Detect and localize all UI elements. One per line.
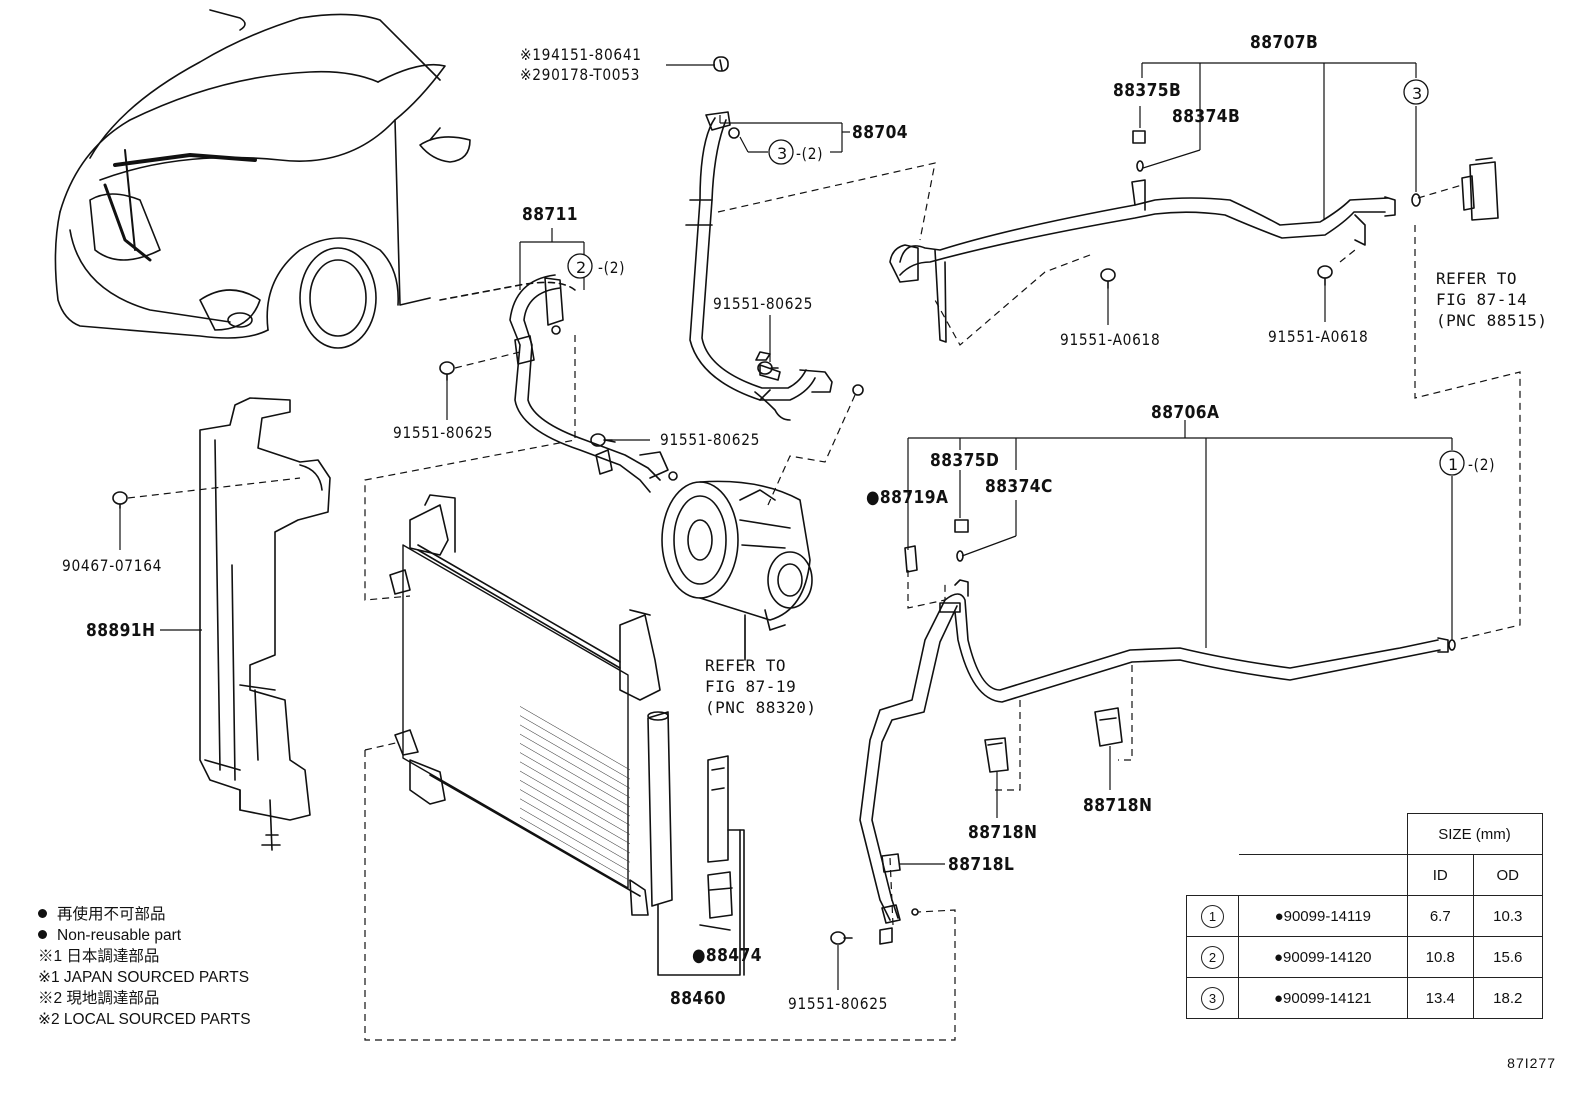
bolt-label-91551-A0618-right: 91551-A0618 — [1268, 327, 1369, 346]
tube-88707B — [889, 130, 1421, 343]
part-label-88375D: 88375D — [930, 450, 1000, 471]
part-label-88460: 88460 — [670, 988, 727, 1009]
part-label-88718L: 88718L — [948, 854, 1015, 875]
row-part-number: ●90099-14120 — [1238, 936, 1408, 978]
quantity-label-tube-88706A: -(2) — [1468, 455, 1496, 474]
bolt-91551-b — [590, 433, 613, 447]
row-mark: 1 — [1201, 904, 1224, 928]
bolt-label-91551-80625-mid: 91551-80625 — [660, 430, 761, 449]
bolt-label-91551-A0618-left: 91551-A0618 — [1060, 330, 1161, 349]
part-label-88704: 88704 — [852, 122, 909, 143]
quantity-label-hose-88711: -(2) — [598, 258, 626, 277]
circle-number-3-hose: 3 — [777, 144, 788, 163]
refer-to-fig-87-19: REFER TO FIG 87-19 (PNC 88320) — [705, 656, 817, 717]
size-mark-3-tube — [1403, 79, 1429, 105]
clamp-88718N-b — [1094, 707, 1123, 747]
bolt-label-91551-80625-upper: 91551-80625 — [713, 294, 814, 313]
size-mark-2-hose — [567, 253, 593, 279]
part-label-88719A: ●88719A — [866, 487, 949, 508]
circle-number-1: 1 — [1448, 455, 1459, 474]
part-label-88718N-right: 88718N — [1083, 795, 1153, 816]
radiator-side-seal-88891H — [199, 397, 331, 851]
bullet-icon — [38, 930, 47, 939]
bolt-91551-c — [757, 361, 779, 375]
part-label-88711: 88711 — [522, 204, 579, 225]
size-mark-1-tube — [1439, 450, 1465, 476]
row-part-number: ●90099-14121 — [1238, 977, 1408, 1019]
suction-hose-88711 — [509, 274, 678, 493]
bolt-label-90467-07164: 90467-07164 — [62, 556, 163, 575]
row-mark: 3 — [1201, 986, 1224, 1010]
vehicle-front-illustration — [54, 9, 576, 349]
row-od: 10.3 — [1472, 895, 1543, 937]
legend-non-reusable-jp: 再使用不可部品 — [57, 906, 166, 923]
row-mark: 2 — [1201, 945, 1224, 969]
figure-id: 87I277 — [1507, 1055, 1556, 1071]
size-table-header-od: OD — [1472, 854, 1543, 896]
part-label-88706A: 88706A — [1151, 402, 1220, 423]
bolt-label-94151-80641: ※194151-80641 — [520, 45, 642, 64]
part-label-88374B: 88374B — [1172, 106, 1241, 127]
table-row: 1 ●90099-14119 6.7 10.3 — [1186, 895, 1543, 937]
table-row: 3 ●90099-14121 13.4 18.2 — [1186, 977, 1543, 1019]
compressor — [661, 480, 813, 661]
quantity-label-hose-88704: -(2) — [796, 144, 824, 163]
row-part-number: ●90099-14119 — [1238, 895, 1408, 937]
legend-local-sourced-en: ※2 LOCAL SOURCED PARTS — [38, 1011, 251, 1028]
legend: 再使用不可部品 Non-reusable part ※1 日本調達部品 ※1 J… — [38, 904, 251, 1030]
legend-non-reusable-en: Non-reusable part — [57, 927, 182, 944]
part-label-88718N-left: 88718N — [968, 822, 1038, 843]
part-label-88374C: 88374C — [985, 476, 1053, 497]
size-mark-3-hose — [768, 139, 794, 165]
part-label-88375B: 88375B — [1113, 80, 1182, 101]
clamp-88718L — [881, 853, 901, 873]
bolt-91551-d — [830, 931, 853, 945]
bolt-90467 — [112, 491, 128, 509]
row-id: 6.7 — [1406, 895, 1474, 937]
part-label-88474: ●88474 — [692, 945, 762, 966]
row-id: 10.8 — [1406, 936, 1474, 978]
discharge-hose-88704 — [685, 56, 864, 421]
bolt-label-90178-T0053: ※290178-T0053 — [520, 65, 641, 84]
part-label-88707B: 88707B — [1250, 32, 1319, 53]
bullet-icon — [38, 909, 47, 918]
refer-to-fig-87-14: REFER TO FIG 87-14 (PNC 88515) — [1436, 269, 1548, 330]
clamp-88718N-a — [984, 737, 1009, 773]
bolt-91551-a — [439, 361, 455, 381]
bolt-A0618-b — [1317, 265, 1333, 286]
table-row: 2 ●90099-14120 10.8 15.6 — [1186, 936, 1543, 978]
part-label-88891H: 88891H — [86, 620, 156, 641]
row-od: 18.2 — [1472, 977, 1543, 1019]
circle-number-3-tube: 3 — [1412, 84, 1423, 103]
tube-88706A — [859, 519, 1456, 945]
legend-japan-sourced-jp: ※1 日本調達部品 — [38, 948, 160, 965]
bolt-A0618-a — [1100, 268, 1116, 289]
row-od: 15.6 — [1472, 936, 1543, 978]
size-table-header-id: ID — [1406, 854, 1474, 896]
size-table-title: SIZE (mm) — [1406, 813, 1543, 855]
expansion-valve — [1461, 157, 1499, 221]
circle-number-2: 2 — [576, 258, 587, 277]
row-id: 13.4 — [1406, 977, 1474, 1019]
condenser-88460 — [389, 494, 745, 976]
legend-local-sourced-jp: ※2 現地調達部品 — [38, 990, 160, 1007]
bolt-label-91551-80625-bottom: 91551-80625 — [788, 994, 889, 1013]
bolt-label-91551-80625-left: 91551-80625 — [393, 423, 494, 442]
legend-japan-sourced-en: ※1 JAPAN SOURCED PARTS — [38, 969, 250, 986]
o-ring-size-table: SIZE (mm) ID OD 1 ●90099-14119 6.7 10.3 … — [1186, 813, 1543, 1019]
